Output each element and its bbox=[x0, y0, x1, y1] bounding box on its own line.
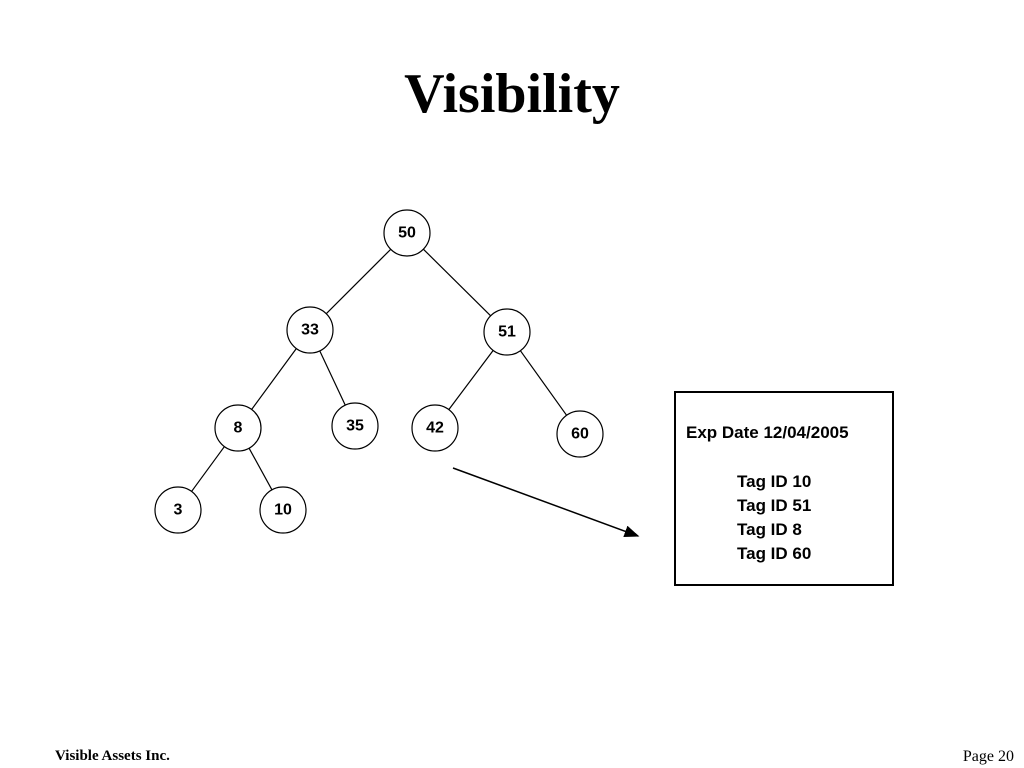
tag-id-list: Tag ID 10 Tag ID 51 Tag ID 8 Tag ID 60 bbox=[737, 470, 811, 566]
tree-node: 10 bbox=[259, 486, 307, 534]
tree-node: 51 bbox=[483, 308, 531, 356]
tree-edge bbox=[319, 350, 346, 406]
footer-page-number: Page 20 bbox=[962, 748, 1014, 765]
tag-id-item: Tag ID 10 bbox=[737, 472, 812, 491]
tree-node: 8 bbox=[214, 404, 262, 452]
tree-node: 33 bbox=[286, 306, 334, 354]
tree-edge bbox=[325, 248, 392, 315]
tree-node-label: 8 bbox=[234, 420, 243, 437]
tree-node-circle bbox=[259, 486, 307, 534]
tag-id-item: Tag ID 51 bbox=[737, 496, 812, 515]
tree-edge bbox=[248, 447, 273, 491]
tree-edges bbox=[191, 248, 568, 492]
tree-edge bbox=[422, 248, 492, 317]
pointer-arrow bbox=[452, 467, 640, 537]
tree-edge bbox=[519, 350, 568, 416]
tree-node-label: 33 bbox=[301, 322, 319, 339]
slide-title: Visibility bbox=[404, 63, 620, 125]
tree-node-circle bbox=[286, 306, 334, 354]
tree-node-circle bbox=[556, 410, 604, 458]
tree-node-circle bbox=[214, 404, 262, 452]
tree-node: 60 bbox=[556, 410, 604, 458]
tag-id-item: Tag ID 60 bbox=[737, 544, 812, 563]
footer-company: Visible Assets Inc. bbox=[55, 748, 170, 764]
tree-node-circle bbox=[383, 209, 431, 257]
tree-node-label: 3 bbox=[174, 502, 183, 519]
tag-id-item: Tag ID 8 bbox=[737, 520, 802, 539]
tree-nodes: 50 33 51 8 35 42 60 3 10 bbox=[154, 209, 604, 534]
tree-node-label: 50 bbox=[398, 225, 416, 242]
tree-node-label: 10 bbox=[274, 502, 292, 519]
tree-node: 42 bbox=[411, 404, 459, 452]
tree-node-label: 35 bbox=[346, 418, 364, 435]
tree-node: 35 bbox=[331, 402, 379, 450]
tree-edge bbox=[448, 350, 494, 410]
tree-edge bbox=[191, 446, 225, 492]
info-box: Exp Date 12/04/2005 Tag ID 10 Tag ID 51 … bbox=[674, 391, 894, 586]
tree-node-circle bbox=[483, 308, 531, 356]
tree-node-circle bbox=[154, 486, 202, 534]
tree-node: 50 bbox=[383, 209, 431, 257]
info-box-heading: Exp Date 12/04/2005 bbox=[686, 423, 849, 442]
tree-node-circle bbox=[331, 402, 379, 450]
tree-node-label: 51 bbox=[498, 324, 516, 341]
tree-node-label: 60 bbox=[571, 426, 589, 443]
tree-edge bbox=[251, 348, 297, 410]
tree-node-circle bbox=[411, 404, 459, 452]
tree-node: 3 bbox=[154, 486, 202, 534]
tree-node-label: 42 bbox=[426, 420, 444, 437]
